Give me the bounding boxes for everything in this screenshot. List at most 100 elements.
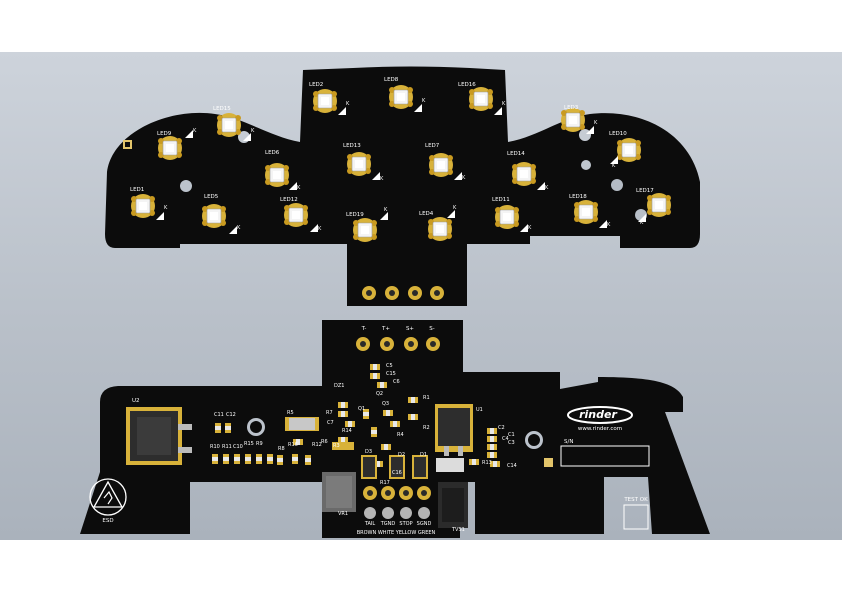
r13-label: R13 (482, 460, 492, 466)
c3-label: C3 (508, 440, 515, 446)
u1-label: U1 (476, 407, 483, 413)
k-label: K (346, 101, 350, 107)
k-label: K (380, 176, 384, 182)
test-label: TEST OK (623, 497, 648, 503)
k-label: K (528, 225, 532, 231)
connector-top-label: T+ (381, 326, 390, 332)
k-label: K (462, 175, 466, 181)
bottom-board-outline (80, 320, 710, 538)
k-label: K (607, 222, 611, 228)
k-label: K (193, 128, 197, 134)
d1-label: D1 (420, 452, 427, 458)
connector-top-label: S- (429, 326, 434, 332)
k-label: K (594, 120, 598, 126)
pcb-render: LED1 LED2 LED3 LED4 LED5 LED6 LED7 LED8 … (80, 66, 710, 538)
website-label: www.rinder.com (578, 426, 622, 432)
k-label: K (318, 226, 322, 232)
r1-label: R1 (423, 395, 430, 401)
led14-label: LED14 (507, 151, 525, 157)
r17-label: R17 (380, 480, 390, 486)
k-label: K (453, 205, 457, 211)
k-label: K (545, 185, 549, 191)
c12-label: C12 (226, 412, 236, 418)
vr1-label: VR1 (338, 511, 348, 517)
r8-label: R8 (278, 446, 285, 452)
led8-label: LED8 (384, 77, 399, 83)
c16-label: C16 (392, 470, 402, 476)
led9-label: LED9 (157, 131, 172, 137)
c7-label: C7 (327, 420, 334, 426)
led16-label: LED16 (458, 82, 476, 88)
brand-name: rinder (579, 408, 617, 421)
q3-label: Q3 (382, 401, 389, 407)
r11-label: R11 (222, 444, 232, 450)
r16-label: R16 (288, 442, 298, 448)
top-pad (362, 286, 376, 300)
tvs1-label: TVS1 (451, 527, 465, 533)
led10-label: LED10 (609, 131, 627, 137)
esd-label: ESD (102, 518, 113, 524)
serial-label: S/N (564, 439, 573, 445)
k-label: K (640, 220, 644, 226)
k-label: K (612, 163, 616, 169)
led12-label: LED12 (280, 197, 298, 203)
c6-label: C6 (393, 379, 400, 385)
r9-label: R9 (256, 441, 263, 447)
connector-bottom-label: STOP (399, 521, 412, 527)
c5-label: C5 (386, 363, 393, 369)
led11-label: LED11 (492, 197, 510, 203)
r5-label: R5 (287, 410, 294, 416)
r15-label: R15 (244, 441, 254, 447)
c10-label: C10 (233, 444, 243, 450)
led4-label: LED4 (419, 211, 434, 217)
led1-label: LED1 (130, 187, 144, 193)
connector-top-label: T- (361, 326, 367, 332)
r7-label: R7 (326, 410, 333, 416)
c2-label: C2 (498, 425, 505, 431)
r4-label: R4 (397, 432, 404, 438)
k-label: K (384, 207, 388, 213)
top-board-outline (105, 66, 700, 306)
led17-label: LED17 (636, 188, 654, 194)
led13-label: LED13 (343, 143, 361, 149)
q2-label: Q2 (376, 391, 383, 397)
c14-label: C14 (507, 463, 517, 469)
led2-label: LED2 (309, 82, 323, 88)
dz1-label: DZ1 (334, 383, 344, 389)
c11-label: C11 (214, 412, 224, 418)
led18-label: LED18 (569, 194, 587, 200)
led6-label: LED6 (265, 150, 280, 156)
pcb-render-viewport: LED1 LED2 LED3 LED4 LED5 LED6 LED7 LED8 … (0, 52, 842, 540)
c1-label: C1 (508, 432, 515, 438)
serial-box (560, 445, 650, 467)
k-label: K (164, 205, 168, 211)
wire-colors-label: BROWN WHITE YELLOW GREEN (357, 530, 436, 536)
d2-label: D2 (398, 452, 405, 458)
connector-bottom-label: TGND (380, 521, 396, 527)
r12-label: R12 (312, 442, 322, 448)
k-label: K (237, 225, 241, 231)
connector-bottom-label: TAIL (364, 521, 376, 527)
connector-top-label: S+ (406, 326, 414, 332)
r3-label: R3 (333, 443, 340, 449)
led19-label: LED19 (346, 212, 364, 218)
k-label: K (297, 185, 301, 191)
led5-label: LED5 (204, 194, 219, 200)
test-box (623, 504, 649, 530)
c15-label: C15 (386, 371, 396, 377)
brand-logo: rinder (567, 406, 633, 424)
q1-label: Q1 (358, 406, 365, 412)
led7-label: LED7 (425, 143, 440, 149)
r10-label: R10 (210, 444, 220, 450)
k-label: K (251, 128, 255, 134)
esd-icon (89, 478, 127, 516)
k-label: K (502, 101, 506, 107)
d3-label: D3 (365, 449, 372, 455)
k-label: K (422, 98, 426, 104)
u2-label: U2 (132, 398, 140, 404)
r2-label: R2 (423, 425, 430, 431)
c4-label: C4 (502, 436, 509, 442)
led15-label: LED15 (213, 106, 231, 112)
r6-label: R6 (321, 439, 328, 445)
r14-label: R14 (342, 428, 352, 434)
